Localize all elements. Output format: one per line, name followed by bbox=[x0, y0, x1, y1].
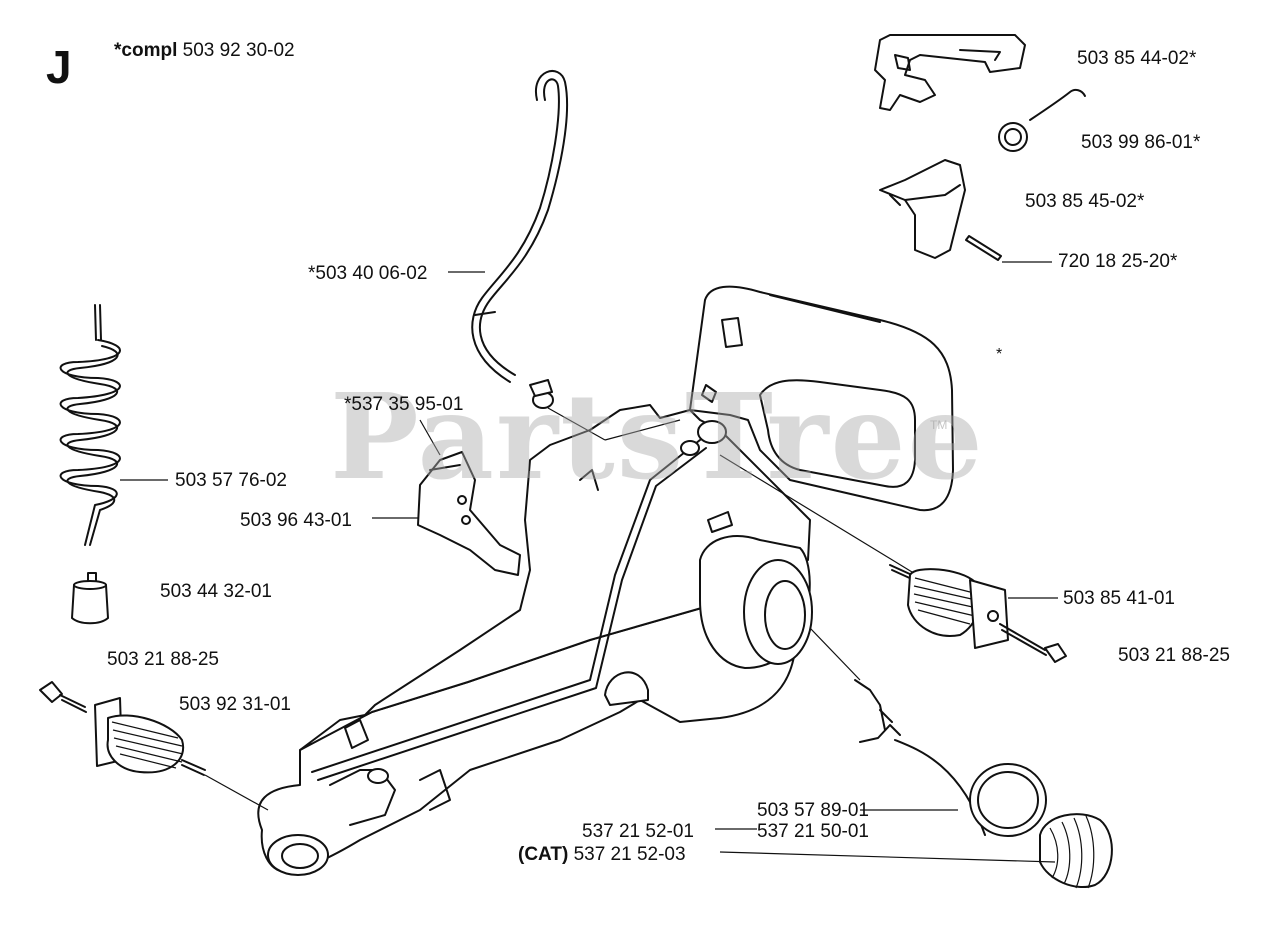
label-throttle-lever: 503 85 45-02* bbox=[1025, 191, 1145, 212]
watermark-trademark: TM bbox=[930, 418, 948, 432]
label-screw-left: 503 21 88-25 bbox=[107, 649, 219, 670]
label-av-right: 503 85 41-01 bbox=[1063, 588, 1175, 609]
watermark: PartsTree bbox=[330, 367, 985, 506]
section-letter: J bbox=[46, 41, 72, 93]
fuel-hose-drawing bbox=[448, 70, 606, 441]
label-cat-number: 537 21 52-03 bbox=[573, 844, 686, 865]
av-mount-right-drawing bbox=[719, 454, 1067, 663]
label-cap-537-b: 537 21 50-01 bbox=[757, 821, 869, 842]
label-compl-number: 503 92 30-02 bbox=[182, 40, 295, 61]
label-spiral-hose: 503 57 76-02 bbox=[175, 470, 287, 491]
asterisk-mark: * bbox=[996, 346, 1003, 363]
label-fuel-hose: *503 40 06-02 bbox=[308, 263, 428, 284]
label-cat-prefix: (CAT) bbox=[518, 844, 569, 865]
label-kit-537: *537 35 95-01 bbox=[344, 394, 464, 415]
tank-housing bbox=[257, 285, 954, 876]
label-cap-537-a: 537 21 52-01 bbox=[582, 821, 694, 842]
guard-drawing bbox=[372, 419, 521, 576]
label-compl-prefix: *compl bbox=[114, 40, 178, 61]
fuel-cap-drawing bbox=[719, 627, 1113, 889]
top-right-parts bbox=[874, 34, 1086, 263]
av-mount-left-drawing bbox=[39, 681, 269, 811]
label-cap-seal: 503 57 89-01 bbox=[757, 800, 869, 821]
label-complete-assembly: *compl 503 92 30-02 bbox=[114, 41, 295, 60]
fuel-filter-drawing bbox=[71, 572, 109, 625]
label-screw-right: 503 21 88-25 bbox=[1118, 645, 1230, 666]
label-guard: 503 96 43-01 bbox=[240, 510, 352, 531]
label-pin: 720 18 25-20* bbox=[1058, 251, 1178, 272]
leader-lines bbox=[604, 419, 757, 830]
label-clip: 503 99 86-01* bbox=[1081, 132, 1201, 153]
spiral-hose-drawing bbox=[59, 304, 168, 546]
label-spring-top: 503 85 44-02* bbox=[1077, 48, 1197, 69]
label-fuel-filter: 503 44 32-01 bbox=[160, 581, 272, 602]
label-cap-cat: (CAT) 537 21 52-03 bbox=[518, 845, 686, 864]
label-av-left: 503 92 31-01 bbox=[179, 694, 291, 715]
